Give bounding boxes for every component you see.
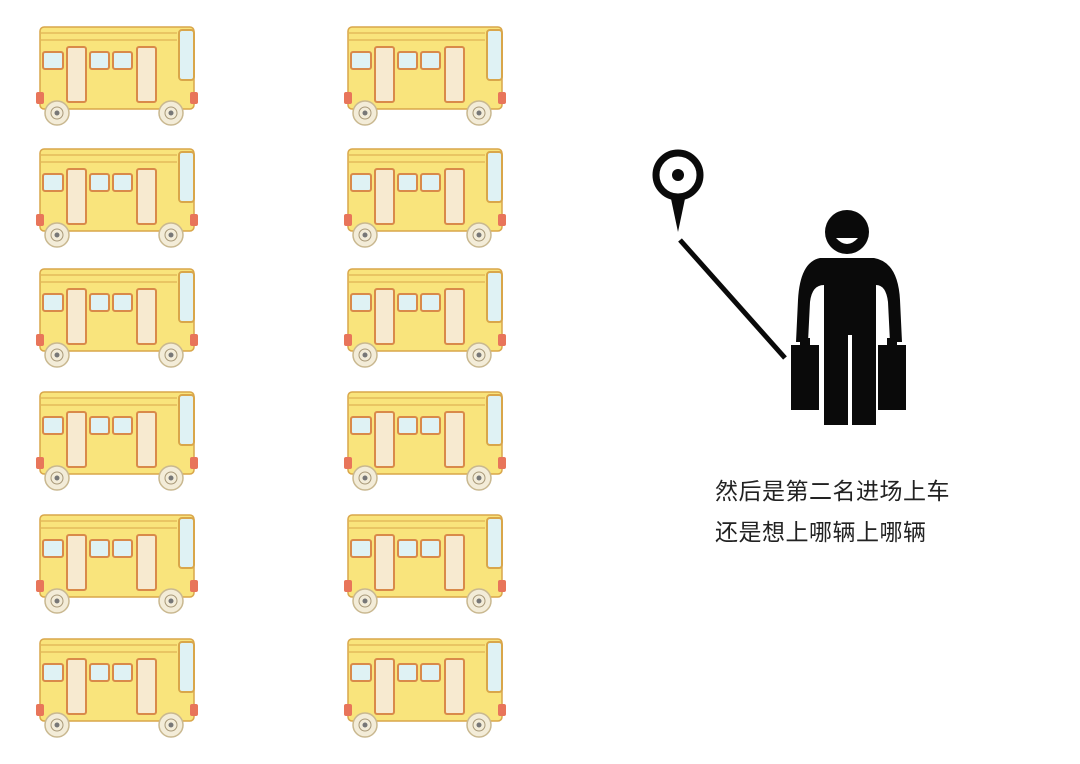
bus-icon xyxy=(36,268,198,368)
bus-icon xyxy=(344,148,506,248)
bus-icon xyxy=(36,391,198,491)
caption-line-1: 然后是第二名进场上车 xyxy=(715,479,950,505)
traveler-with-suitcases-icon xyxy=(791,210,906,425)
bus-icon xyxy=(344,638,506,738)
bus-icon xyxy=(344,514,506,614)
pointer-line xyxy=(678,238,787,360)
location-pin-icon xyxy=(652,149,704,232)
bus-icon xyxy=(36,638,198,738)
bus-icon xyxy=(36,148,198,248)
bus-icon xyxy=(344,26,506,126)
bus-icon xyxy=(36,514,198,614)
bus-icon xyxy=(36,26,198,126)
bus-icon xyxy=(344,268,506,368)
caption-line-2: 还是想上哪辆上哪辆 xyxy=(715,520,927,546)
bus-icon xyxy=(344,391,506,491)
